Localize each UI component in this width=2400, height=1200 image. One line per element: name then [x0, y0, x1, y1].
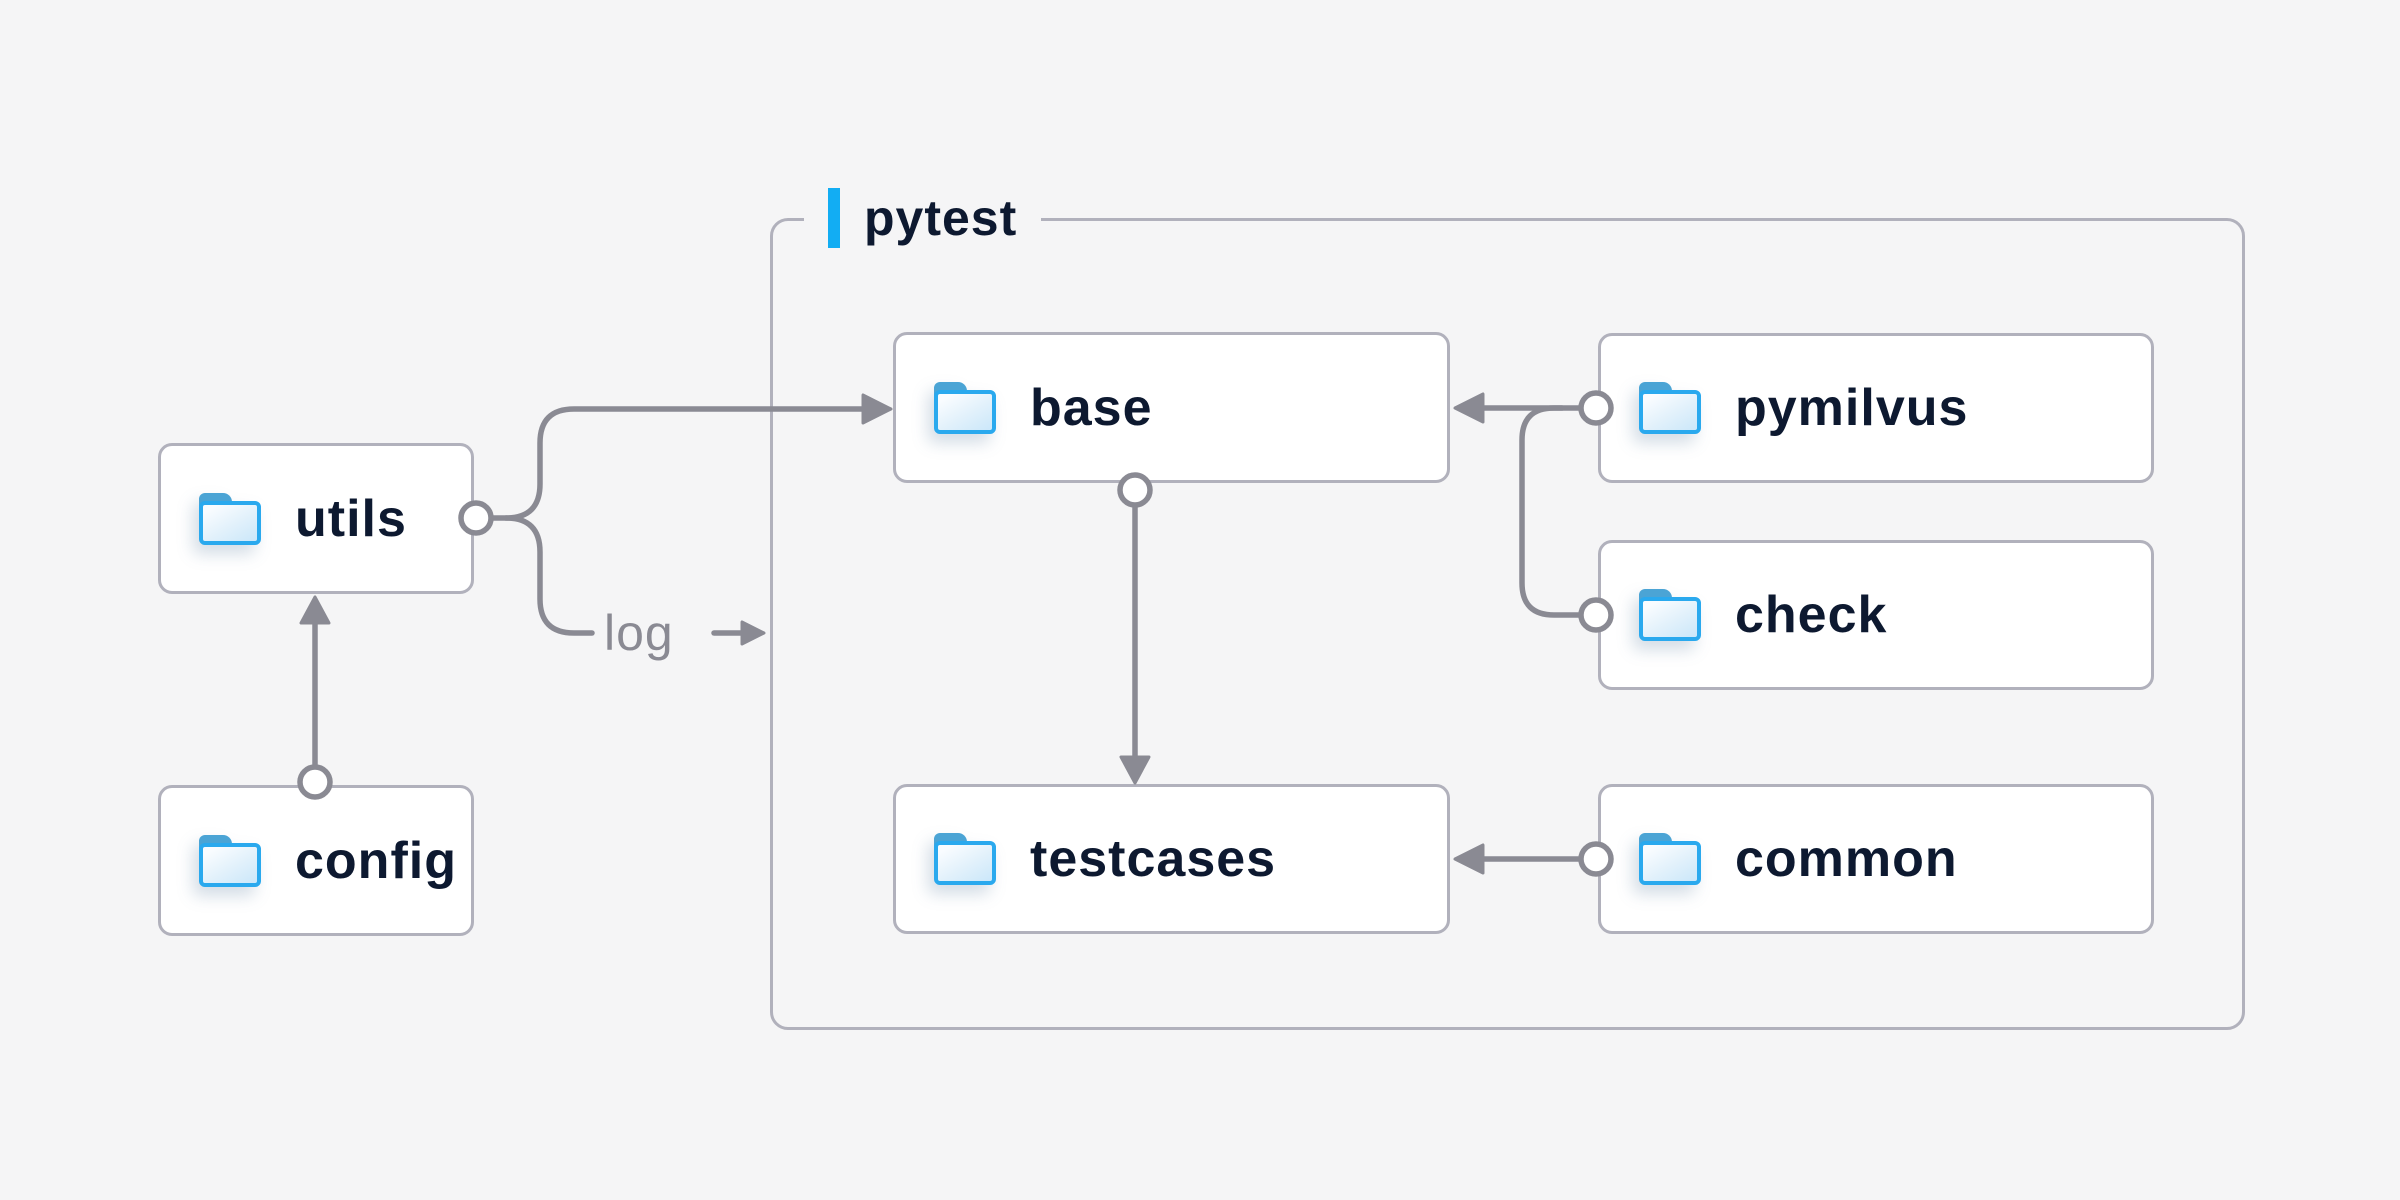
- node-base-label: base: [1030, 378, 1153, 437]
- node-pymilvus: pymilvus: [1598, 333, 2154, 483]
- folder-icon: [934, 381, 996, 434]
- node-config-label: config: [295, 831, 457, 890]
- folder-icon: [934, 833, 996, 885]
- node-utils: utils: [158, 443, 474, 594]
- node-testcases: testcases: [893, 784, 1450, 934]
- folder-icon: [1639, 382, 1701, 434]
- folder-icon: [1639, 833, 1701, 885]
- pytest-group-label: pytest: [804, 186, 1042, 250]
- accent-bar: [828, 188, 840, 248]
- node-common-label: common: [1735, 830, 1958, 888]
- folder-icon: [1639, 589, 1701, 641]
- pytest-group-container: [770, 218, 2245, 1030]
- node-base: base: [893, 332, 1450, 483]
- node-check: check: [1598, 540, 2154, 690]
- arrowhead-log: [740, 620, 766, 646]
- pytest-group-title: pytest: [864, 190, 1018, 246]
- arrowhead-config-utils: [299, 595, 331, 625]
- folder-icon: [199, 492, 261, 545]
- node-common: common: [1598, 784, 2154, 934]
- node-check-label: check: [1735, 586, 1888, 644]
- node-config: config: [158, 785, 474, 936]
- log-edge-label: log: [604, 605, 674, 661]
- edge-utils-log: [503, 515, 595, 636]
- node-testcases-label: testcases: [1030, 830, 1277, 888]
- node-utils-label: utils: [295, 489, 407, 548]
- folder-icon: [199, 834, 261, 887]
- node-pymilvus-label: pymilvus: [1735, 379, 1969, 437]
